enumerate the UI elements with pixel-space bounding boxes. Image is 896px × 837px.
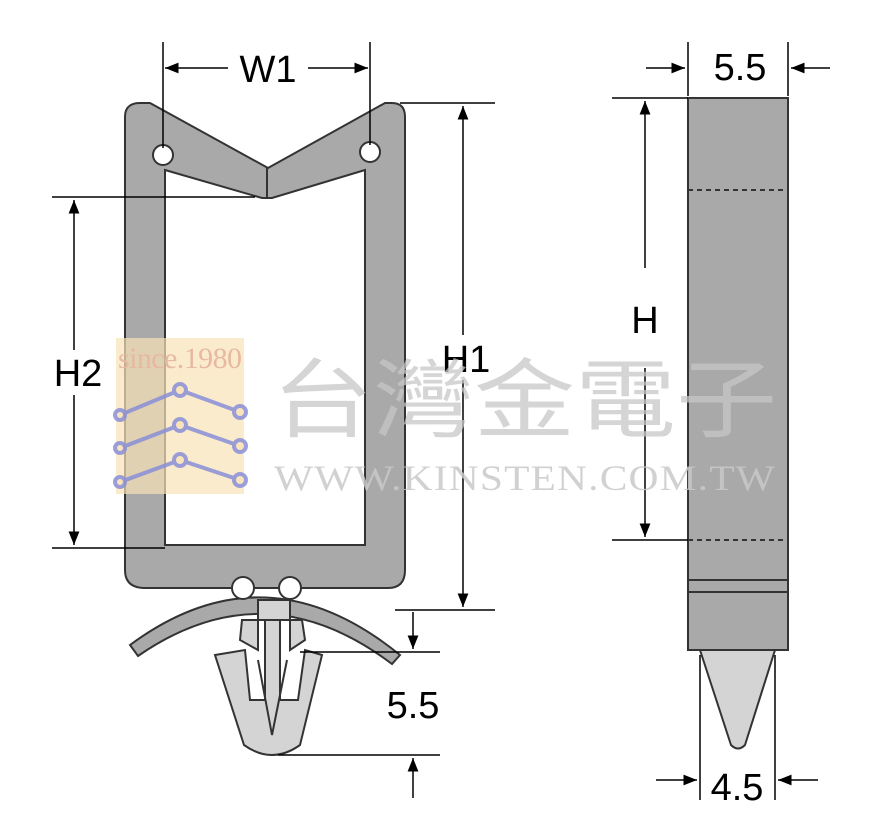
top-width-label: 5.5 — [714, 47, 767, 89]
watermark-logo-icon — [113, 382, 248, 489]
left-neck-hole — [231, 576, 255, 600]
clip-height-label: 5.5 — [387, 685, 440, 727]
clip-arrowhead — [213, 604, 324, 756]
side-clip-tip — [698, 649, 777, 750]
h-label: H — [631, 300, 658, 342]
watermark-url: WWW.KINSTEN.COM.TW — [274, 458, 776, 498]
dimension-lines — [52, 42, 830, 800]
front-view — [124, 102, 406, 756]
watermark-company: 台灣金電子 — [272, 351, 777, 451]
tip-width-label: 4.5 — [711, 767, 764, 809]
h1-label: H1 — [442, 339, 491, 381]
h2-label: H2 — [54, 353, 103, 395]
side-view — [687, 97, 789, 750]
right-neck-hole — [278, 576, 302, 600]
watermark: since.1980 台灣金電子 WWW.KINSTEN.COM.TW — [113, 338, 777, 498]
watermark-since: since.1980 — [118, 342, 242, 375]
w1-label: W1 — [240, 49, 297, 91]
base-wings — [128, 596, 402, 666]
clip-slit — [257, 659, 288, 736]
